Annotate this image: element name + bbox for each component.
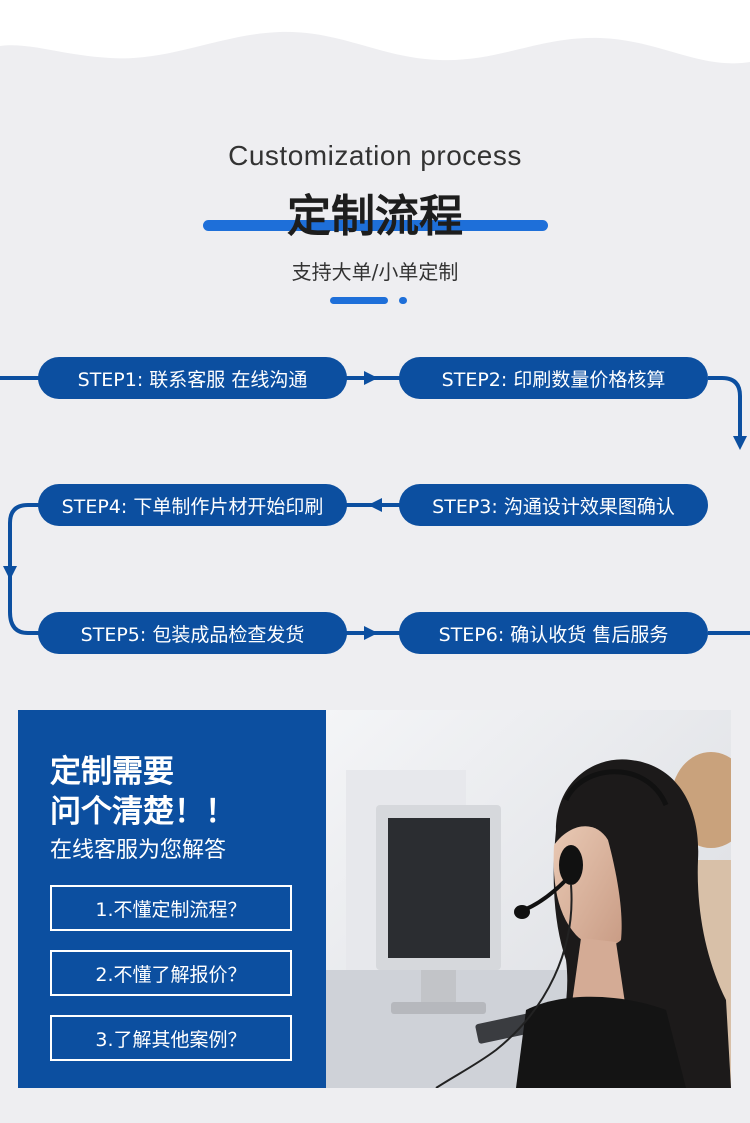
step-3: STEP3: 沟通设计效果图确认: [399, 484, 708, 526]
arrow-down-icon: [733, 436, 747, 450]
step-5: STEP5: 包装成品检查发货: [38, 612, 347, 654]
title-underline-bar: [203, 220, 548, 231]
step-2: STEP2: 印刷数量价格核算: [399, 357, 708, 399]
question-button-process[interactable]: 1.不懂定制流程？: [50, 885, 292, 931]
subtitle: 支持大单/小单定制: [291, 260, 459, 284]
step-6-label: STEP6: 确认收货 售后服务: [438, 623, 669, 646]
promo-subline: 在线客服为您解答: [50, 838, 227, 863]
title-english: Customization process: [228, 140, 522, 171]
step-4: STEP4: 下单制作片材开始印刷: [38, 484, 347, 526]
step-1: STEP1: 联系客服 在线沟通: [38, 357, 347, 399]
step-5-label: STEP5: 包装成品检查发货: [80, 623, 305, 646]
customer-service-agent-photo: [326, 710, 731, 1088]
step-2-label: STEP2: 印刷数量价格核算: [441, 368, 666, 391]
customer-service-panel: 定制需要 问个清楚！！ 在线客服为您解答 1.不懂定制流程？ 2.不懂了解报价？…: [18, 710, 326, 1088]
arrow-left-icon: [368, 498, 382, 512]
step-3-label: STEP3: 沟通设计效果图确认: [432, 495, 675, 518]
promo-headline-line2: 问个清楚！！: [50, 794, 236, 830]
question-button-cases[interactable]: 3.了解其他案例？: [50, 1015, 292, 1061]
step-4-label: STEP4: 下单制作片材开始印刷: [61, 495, 324, 518]
arrow-right-icon: [364, 371, 378, 385]
arrow-down-icon: [3, 566, 17, 580]
step-6: STEP6: 确认收货 售后服务: [399, 612, 708, 654]
top-wave-decoration: [0, 0, 750, 80]
arrow-right-icon: [364, 626, 378, 640]
subtitle-dash-long: [330, 297, 388, 304]
subtitle-dash-dot: [399, 297, 407, 304]
page-title: 定制流程: [287, 191, 463, 242]
step-1-label: STEP1: 联系客服 在线沟通: [77, 368, 308, 391]
question-button-quote[interactable]: 2.不懂了解报价？: [50, 950, 292, 996]
process-flow-connectors: [0, 371, 750, 640]
promo-headline-line1: 定制需要: [50, 754, 174, 790]
